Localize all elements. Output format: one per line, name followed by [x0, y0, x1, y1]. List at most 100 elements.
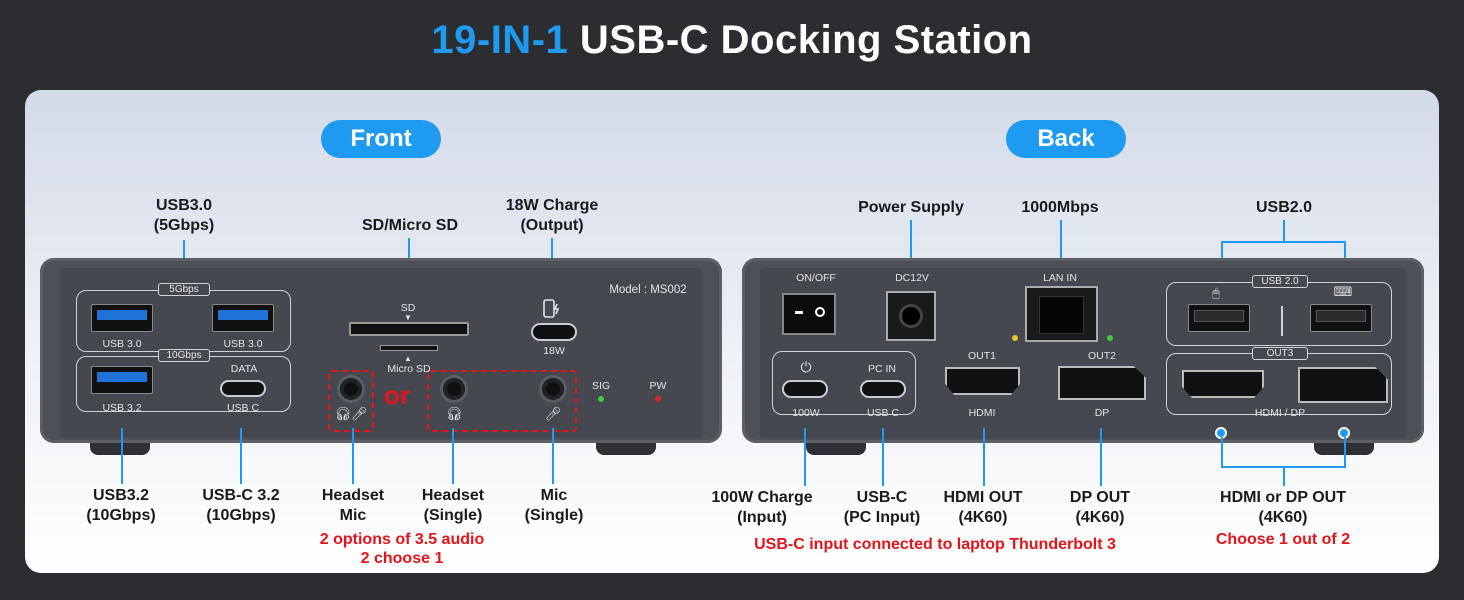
dc12v-label: DC12V [895, 272, 929, 284]
arrow-up-icon: ▲ [404, 354, 412, 363]
power-switch [782, 293, 836, 335]
label-hdmi-or-dp-line2: (4K60) [1258, 509, 1308, 526]
100w-label: 100W [792, 407, 820, 419]
audio-note-line2: 2 choose 1 [360, 550, 444, 567]
label-usb32-line1: USB3.2 [92, 487, 150, 504]
dc-jack [886, 291, 936, 341]
audio-note-line1: 2 options of 3.5 audio [319, 531, 485, 548]
usb32-port-label: USB 3.2 [102, 402, 142, 414]
label-usbc32-line2: (10Gbps) [206, 507, 276, 524]
dp-label: DP [1094, 407, 1110, 419]
connector-line [1344, 437, 1346, 467]
onoff-label: ON/OFF [796, 272, 836, 284]
or-label: or [384, 380, 410, 410]
usbc-data-port [220, 380, 266, 397]
connector-line [352, 428, 354, 484]
dock-foot [90, 443, 150, 455]
dock-foot [806, 443, 866, 455]
ethernet-port [1025, 286, 1098, 342]
arrow-down-icon: ▼ [404, 313, 412, 322]
microsd-slot [380, 345, 438, 351]
microsd-label: Micro SD [387, 363, 431, 375]
title-highlight: 19-IN-1 [431, 18, 569, 62]
hdmi-label: HDMI [968, 407, 996, 419]
usbc-label: USB C [866, 407, 900, 419]
headset-mic-jack [337, 375, 365, 403]
dp-port [1058, 366, 1146, 400]
audio-option-box [427, 370, 577, 432]
label-dp-out-line2: (4K60) [1075, 509, 1125, 526]
label-usb30-line1: USB3.0 [155, 197, 213, 214]
connector-line [121, 428, 123, 484]
usb30-port-label: USB 3.0 [102, 338, 142, 350]
sd-label: SD [400, 302, 416, 314]
label-charge18-line2: (Output) [520, 217, 584, 234]
tag-usb20: USB 2.0 [1252, 275, 1308, 288]
title-text: USB-C Docking Station [579, 18, 1033, 62]
label-headset-mic-line1: Headset [321, 487, 385, 504]
mic-icon: 🎤︎ [544, 406, 562, 421]
tag-out3: OUT3 [1252, 347, 1308, 360]
hdmi-dp-label: HDMI / DP [1254, 407, 1306, 419]
divider [1281, 306, 1283, 336]
usb30-port-label: USB 3.0 [223, 338, 263, 350]
connector-line [183, 240, 185, 275]
usb30-port [212, 304, 274, 332]
label-usb32-line2: (10Gbps) [86, 507, 156, 524]
label-mic-single-line1: Mic [540, 487, 568, 504]
mouse-icon: 🖱︎ [1212, 286, 1220, 300]
hdmi-port [945, 367, 1020, 395]
label-usbc-pc-line2: (PC Input) [843, 509, 921, 526]
label-usb30-line2: (5Gbps) [153, 217, 215, 234]
hdmi-out3-port [1182, 370, 1264, 398]
usb32-port [91, 366, 153, 394]
out2-label: OUT2 [1087, 350, 1116, 362]
connector-line [1221, 241, 1223, 269]
label-usbc32-line1: USB-C 3.2 [202, 487, 280, 504]
pw-led [655, 396, 661, 402]
label-charge100-line1: 100W Charge [711, 489, 813, 506]
pc-in-label: PC IN [867, 363, 896, 375]
usbc-pc-in-port [860, 380, 906, 398]
page-title: 19-IN-1 USB-C Docking Station [0, 18, 1464, 63]
connector-line [1100, 428, 1102, 486]
back-heading: Back [1006, 120, 1126, 158]
headset-jack [440, 375, 468, 403]
label-power-supply: Power Supply [858, 199, 964, 216]
18w-label: 18W [543, 345, 565, 357]
usb20-port [1188, 304, 1250, 332]
label-headset-single-line2: (Single) [423, 507, 483, 524]
usbc-back-group [772, 351, 916, 415]
connector-line [983, 428, 985, 486]
dp-out3-port [1298, 367, 1388, 403]
headset-mic-icon: 🎧︎🎤︎ [334, 406, 368, 421]
connector-line [1221, 437, 1223, 467]
pw-label: PW [649, 380, 667, 392]
dock-foot [596, 443, 656, 455]
connector-line [452, 428, 454, 484]
front-heading: Front [321, 120, 441, 158]
label-hdmi-out-line1: HDMI OUT [943, 489, 1023, 506]
label-headset-single-line1: Headset [421, 487, 485, 504]
power-plug-icon: ⏻︎ [800, 359, 812, 375]
usbc-100w-port [782, 380, 828, 398]
phone-charge-icon [541, 298, 563, 320]
lan-led-green [1107, 335, 1113, 341]
label-headset-mic-line2: Mic [339, 507, 367, 524]
label-usb20: USB2.0 [1255, 199, 1313, 216]
sig-label: SIG [591, 380, 611, 392]
connector-line [1344, 241, 1346, 269]
model-label: Model : MS002 [609, 284, 687, 296]
label-sd: SD/Micro SD [361, 217, 458, 234]
connector-line [240, 428, 242, 484]
connector-line [804, 428, 806, 486]
out1-label: OUT1 [967, 350, 996, 362]
connector-line [1221, 241, 1345, 243]
thunderbolt-note: USB-C input connected to laptop Thunderb… [754, 536, 1116, 553]
usb30-port [91, 304, 153, 332]
keyboard-icon: ⌨︎ [1333, 284, 1353, 299]
usbc-port-label: USB C [226, 402, 260, 414]
label-charge100-line2: (Input) [737, 509, 787, 526]
usbc-18w-port [531, 323, 577, 341]
label-usbc-pc-line1: USB-C [856, 489, 908, 506]
